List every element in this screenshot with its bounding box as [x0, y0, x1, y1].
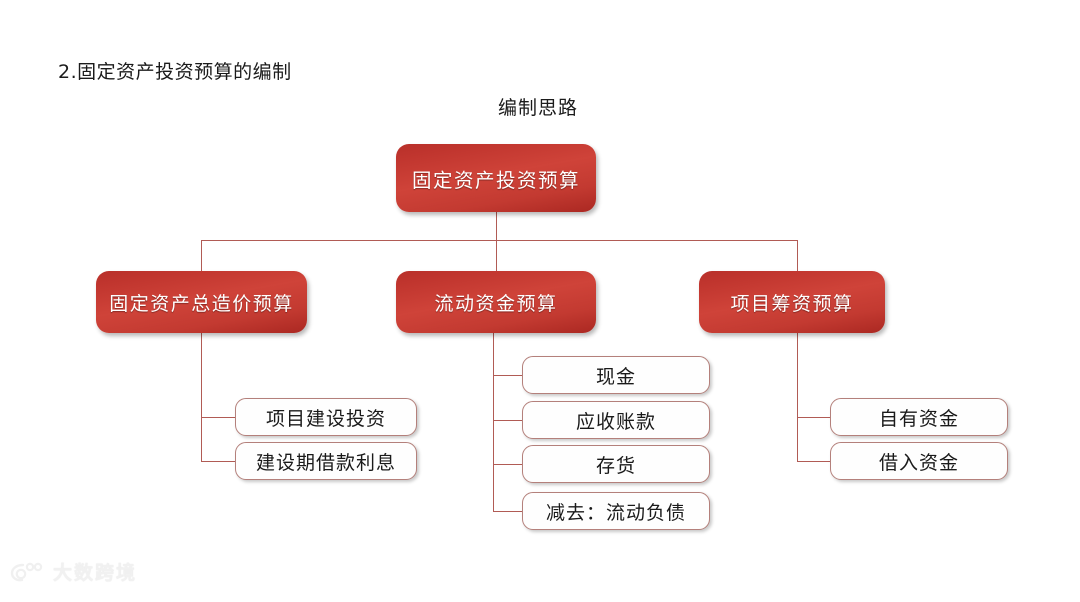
- connector-rib-1-2: [201, 461, 235, 462]
- node-label: 固定资产总造价预算: [109, 292, 294, 315]
- node-leaf-accounts-receivable[interactable]: 应收账款: [522, 401, 710, 439]
- node-root-fixed-asset-investment-budget[interactable]: 固定资产投资预算: [396, 144, 596, 212]
- node-leaf-inventory[interactable]: 存货: [522, 445, 710, 483]
- diagram-caption: 编制思路: [498, 97, 579, 119]
- connector-drop-branch-1: [201, 240, 202, 273]
- node-label: 减去：流动负债: [545, 501, 686, 524]
- connector-drop-branch-3: [797, 240, 798, 273]
- node-branch-project-financing-budget[interactable]: 项目筹资预算: [699, 271, 885, 333]
- node-leaf-borrowed-funds[interactable]: 借入资金: [830, 442, 1008, 480]
- node-label: 应收账款: [575, 410, 656, 433]
- node-label: 固定资产投资预算: [411, 168, 580, 192]
- connector-rib-1-1: [201, 417, 235, 418]
- connector-rib-2-4: [493, 511, 522, 512]
- connector-rib-3-2: [797, 461, 830, 462]
- node-branch-total-cost-budget[interactable]: 固定资产总造价预算: [96, 271, 307, 333]
- page-title: 2.固定资产投资预算的编制: [58, 61, 292, 83]
- node-label: 借入资金: [878, 451, 959, 474]
- connector-spine-branch-1: [201, 332, 202, 462]
- watermark-logo-icon: [10, 561, 46, 583]
- node-leaf-construction-period-loan-interest[interactable]: 建设期借款利息: [235, 442, 417, 480]
- connector-root-stem: [496, 211, 497, 241]
- node-branch-working-capital-budget[interactable]: 流动资金预算: [396, 271, 596, 333]
- node-label: 项目建设投资: [265, 407, 386, 430]
- connector-spine-branch-3: [797, 332, 798, 462]
- connector-rib-3-1: [797, 417, 830, 418]
- watermark: 大数跨境: [10, 558, 137, 585]
- node-label: 项目筹资预算: [730, 292, 854, 315]
- watermark-text: 大数跨境: [53, 562, 138, 584]
- node-label: 自有资金: [878, 407, 959, 430]
- connector-rib-2-2: [493, 420, 522, 421]
- node-leaf-cash[interactable]: 现金: [522, 356, 710, 394]
- node-label: 现金: [595, 365, 636, 388]
- connector-level1-bus: [201, 240, 798, 241]
- connector-rib-2-1: [493, 375, 522, 376]
- connector-drop-branch-2: [496, 240, 497, 273]
- node-label: 存货: [595, 454, 636, 477]
- node-label: 流动资金预算: [434, 292, 558, 315]
- connector-spine-branch-2: [493, 332, 494, 512]
- node-leaf-project-construction-investment[interactable]: 项目建设投资: [235, 398, 417, 436]
- node-leaf-less-current-liabilities[interactable]: 减去：流动负债: [522, 492, 710, 530]
- node-leaf-own-funds[interactable]: 自有资金: [830, 398, 1008, 436]
- connector-rib-2-3: [493, 464, 522, 465]
- node-label: 建设期借款利息: [255, 451, 396, 474]
